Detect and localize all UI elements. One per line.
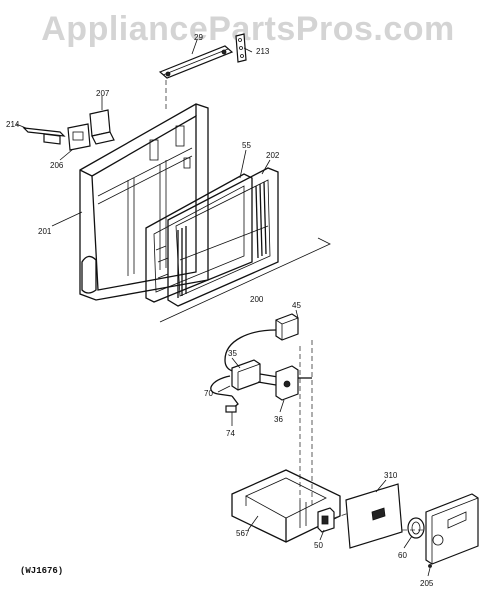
callout-206: 206 xyxy=(50,161,64,170)
part-206-bracket xyxy=(67,123,91,151)
part-55-panel xyxy=(145,173,253,303)
callout-35: 35 xyxy=(228,349,237,358)
callout-205: 205 xyxy=(420,579,434,588)
callout-213: 213 xyxy=(256,47,270,56)
part-36-switch xyxy=(275,365,312,401)
part-202-grille xyxy=(167,167,279,307)
callout-70: 70 xyxy=(204,389,213,398)
callout-202: 202 xyxy=(266,151,280,160)
callout-29: 29 xyxy=(194,33,203,42)
callout-201: 201 xyxy=(38,227,52,236)
part-60-knob xyxy=(407,517,425,539)
callout-74: 74 xyxy=(226,429,235,438)
callout-207: 207 xyxy=(96,89,110,98)
part-200-assembly-line xyxy=(159,237,331,323)
part-50-switch xyxy=(317,507,335,533)
leader-lines xyxy=(15,39,431,577)
callout-567: 567 xyxy=(236,529,250,538)
callout-310: 310 xyxy=(384,471,398,480)
callout-50: 50 xyxy=(314,541,323,550)
part-207-bracket xyxy=(89,109,115,145)
part-213-strip xyxy=(235,33,247,63)
callout-214: 214 xyxy=(6,120,20,129)
callout-60: 60 xyxy=(398,551,407,560)
callout-200: 200 xyxy=(250,295,264,304)
diagram-code: (WJ1676) xyxy=(20,566,64,576)
part-205-panel xyxy=(425,493,479,568)
part-45-component xyxy=(275,313,299,341)
callout-55: 55 xyxy=(242,141,251,150)
part-29-top-rail xyxy=(158,45,234,79)
callout-45: 45 xyxy=(292,301,301,310)
part-567-control-box xyxy=(231,469,341,543)
callout-36: 36 xyxy=(274,415,283,424)
part-74-sensor xyxy=(225,395,239,413)
watermark: AppliancePartsPros.com xyxy=(41,10,455,48)
part-310-plate xyxy=(345,483,403,549)
part-214-bracket xyxy=(22,127,66,145)
